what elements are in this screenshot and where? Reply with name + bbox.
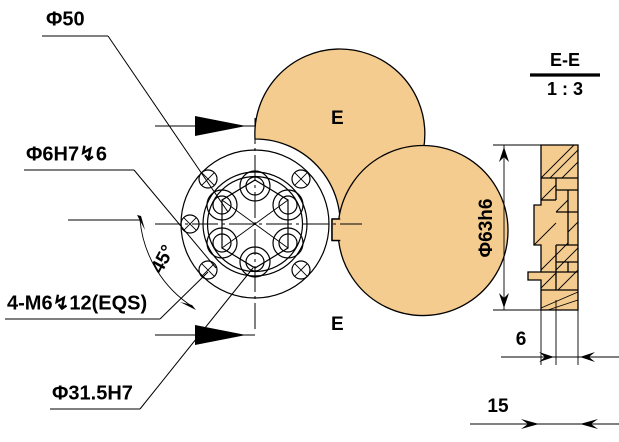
- counterbore-hole: [272, 227, 304, 259]
- keyway-notch: [331, 218, 341, 242]
- counterbore-hole: [272, 189, 304, 221]
- flange-body-main: [331, 144, 509, 317]
- label-phi31-5: Φ31.5H7: [52, 382, 133, 404]
- section-view-scale: 1 : 3: [547, 79, 583, 99]
- angle-arrow-bottom: [180, 302, 196, 310]
- section-arrow-top: [155, 116, 255, 136]
- angle-arc: [139, 219, 194, 308]
- dimension-6: 6: [501, 300, 619, 365]
- label-4m6: 4-M6↯12(EQS): [7, 292, 147, 314]
- section-hatching: [533, 144, 579, 311]
- annotation-text-group: Φ50 Φ6H7↯6 4-M6↯12(EQS) Φ31.5H7: [7, 8, 147, 404]
- label-phi50: Φ50: [46, 8, 85, 30]
- leader-phi31-5: [50, 267, 254, 410]
- section-arrow-bottom: [155, 325, 255, 345]
- leader-4m6: [5, 271, 209, 320]
- section-label-e-bottom: E: [331, 314, 344, 335]
- angle-label: 45°: [147, 242, 179, 277]
- tapped-hole-m6: [291, 260, 311, 280]
- radial-spokes: [221, 199, 289, 249]
- dimension-15: 15: [470, 396, 619, 429]
- dimension-phi63h6: Φ63h6: [476, 144, 545, 311]
- dimension-label-15: 15: [487, 396, 509, 417]
- leader-phi6h7: [24, 169, 217, 269]
- angle-arrow-top: [137, 215, 145, 230]
- dimension-label-6: 6: [516, 329, 527, 350]
- section-view-group: E-E 1 : 3: [470, 50, 619, 429]
- counterbore-hole: [206, 227, 238, 259]
- section-label-e-top: E: [331, 108, 344, 129]
- tapped-hole-m6: [198, 169, 218, 189]
- section-view-title: E-E: [550, 50, 580, 70]
- counterbore-hole: [206, 189, 238, 221]
- label-phi6h7: Φ6H7↯6: [26, 143, 107, 165]
- tapped-hole-m6: [198, 260, 218, 280]
- leader-phi50: [42, 35, 229, 213]
- dimension-label-phi63h6: Φ63h6: [476, 199, 497, 258]
- section-profile: [527, 144, 579, 311]
- tapped-hole-m6: [291, 169, 311, 189]
- front-view-group: 45° E E: [5, 35, 509, 410]
